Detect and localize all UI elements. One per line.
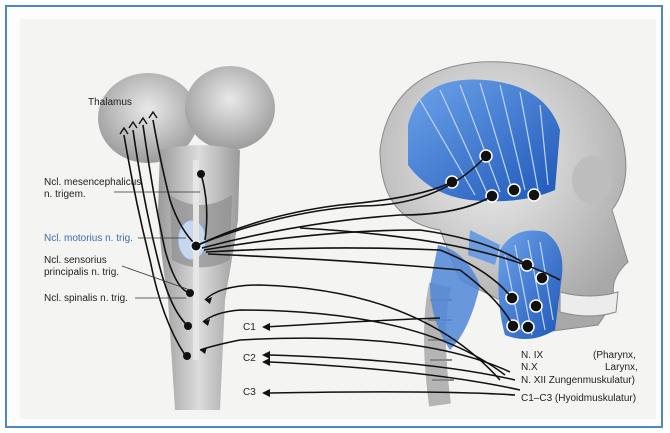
nucleus-spinal-dot-2 [183,352,191,360]
c2-label: C2 [243,353,256,364]
orbit [572,156,612,204]
motor-nucleus-label: Ncl. motorius n. trig. [44,233,133,244]
n-xii-label: N. XII Zungenmuskulatur) [521,375,635,386]
larynx-label: Larynx, [605,362,638,373]
sensory-nucleus-label-2: principalis n. trig. [44,267,119,278]
n-ix-label: N. IX [521,350,543,361]
mesencephalic-nucleus-label: Ncl. mesencephalicus [44,177,141,188]
n-x-label: N.X [521,362,538,373]
nucleus-sensory-dot [186,289,194,297]
thalamus-label: Thalamus [88,97,132,108]
mesencephalic-nucleus-label-2: n. trigem. [44,189,86,200]
c3-label: C3 [243,387,256,398]
nucleus-spinal-dot-1 [184,322,192,330]
c1-label: C1 [243,322,256,333]
spinal-nucleus-label: Ncl. spinalis n. trig. [44,293,128,304]
thalamus-right-hemisphere [185,66,275,150]
teeth [560,292,618,316]
pharynx-label: (Pharynx, [593,350,636,361]
skull [380,62,628,405]
c1-c3-label: C1–C3 (Hyoidmuskulatur) [521,393,636,404]
sensory-nucleus-label: Ncl. sensorius [44,255,107,266]
